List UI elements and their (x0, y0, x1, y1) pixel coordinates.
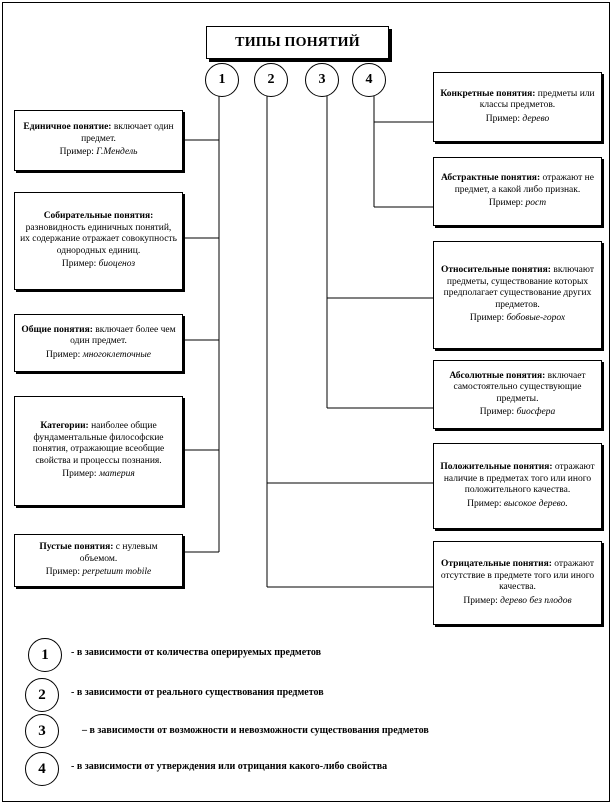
example-value: бобовые-горох (506, 313, 566, 324)
example-label: Пример: (479, 407, 515, 417)
box-description: включает более чем один предмет. (70, 324, 176, 347)
concept-box-collective: Собирательные понятия: разновидность еди… (14, 192, 183, 290)
example-label: Пример: (45, 567, 81, 578)
box-heading: Общие понятия: (21, 324, 93, 335)
legend-text-1: - в зависимости от количества оперируемы… (71, 647, 322, 658)
box-description: разновидность единичных понятий, их соде… (20, 222, 177, 256)
box-heading: Категории: (40, 421, 89, 432)
box-heading: Абсолютные понятия: (449, 370, 546, 381)
concept-box-positive: Положительные понятия: отражают наличие … (433, 443, 602, 529)
concept-box-abstract: Абстрактные понятия: отражают не предмет… (433, 157, 602, 226)
concept-box-absolute: Абсолютные понятия: включает самостоятел… (433, 360, 602, 429)
example-label: Пример: (485, 113, 521, 124)
legend-text-3: – в зависимости от возможности и невозмо… (82, 725, 429, 736)
example-value: дерево без плодов (500, 595, 572, 606)
box-heading: Пустые понятия: (39, 542, 114, 553)
box-heading: Абстрактные понятия: (441, 173, 541, 184)
example-value: материя (98, 469, 135, 480)
example-value: рост (525, 198, 547, 209)
concept-box-general: Общие понятия: включает более чем один п… (14, 314, 183, 372)
box-description: включают предметы, существование которых… (443, 265, 595, 310)
branch-number-3: 3 (305, 63, 339, 97)
box-description: с нулевым объемом. (79, 542, 158, 564)
example-label: Пример: (61, 259, 97, 270)
example-value: биосфера (516, 407, 556, 417)
example-value: perpetuum mobile (82, 567, 152, 578)
box-heading: Собирательные понятия: (43, 211, 154, 222)
example-label: Пример: (488, 198, 524, 209)
legend-circle-3: 3 (25, 714, 59, 748)
box-heading: Конкретные понятия: (440, 88, 536, 99)
box-heading: Единичное понятие: (23, 122, 112, 133)
example-value: дерево (522, 113, 550, 124)
concept-box-singular: Единичное понятие: включает один предмет… (14, 110, 183, 171)
concept-box-relative: Относительные понятия: включают предметы… (433, 241, 602, 349)
example-label: Пример: (463, 595, 498, 606)
concept-box-categories: Категории: наиболее общие фундаментальны… (14, 396, 183, 506)
box-heading: Относительные понятия: (440, 265, 551, 276)
example-value: биоценоз (98, 259, 136, 270)
box-description: наиболее общие фундаментальные философск… (32, 421, 165, 466)
concept-box-negative: Отрицательные понятия: отражают отсутств… (433, 541, 602, 625)
legend-text-4: - в зависимости от утверждения или отриц… (71, 761, 388, 772)
box-description: включает самостоятельно существующие пре… (453, 370, 586, 404)
example-label: Пример: (59, 147, 94, 158)
box-description: отражают наличие в предметах того или ин… (443, 462, 595, 495)
legend-text-2: - в зависимости от реального существован… (71, 687, 324, 698)
box-heading: Отрицательные понятия: (440, 559, 552, 569)
example-label: Пример: (45, 349, 81, 360)
branch-number-2: 2 (254, 63, 288, 97)
legend-circle-1: 1 (28, 638, 62, 672)
box-heading: Положительные понятия: (440, 462, 553, 472)
example-label: Пример: (467, 498, 502, 509)
concept-box-concrete: Конкретные понятия: предметы или классы … (433, 72, 602, 142)
legend-circle-4: 4 (25, 752, 59, 786)
box-description: отражают не предмет, а какой либо призна… (454, 173, 594, 195)
branch-number-4: 4 (352, 63, 386, 97)
example-value: многоклеточные (82, 349, 152, 360)
example-value: Г.Мендель (96, 147, 138, 158)
example-label: Пример: (469, 313, 505, 324)
example-value: высокое дерево. (503, 498, 568, 509)
branch-number-1: 1 (205, 63, 239, 97)
concept-box-empty: Пустые понятия: с нулевым объемом. Приме… (14, 534, 183, 587)
example-label: Пример: (62, 469, 97, 480)
box-description: отражают отсутствие в предмете того или … (440, 559, 595, 592)
legend-circle-2: 2 (25, 678, 59, 712)
box-description: включает один предмет. (81, 122, 174, 144)
box-description: предметы или классы предметов. (479, 88, 595, 111)
diagram-title: ТИПЫ ПОНЯТИЙ (206, 26, 389, 59)
